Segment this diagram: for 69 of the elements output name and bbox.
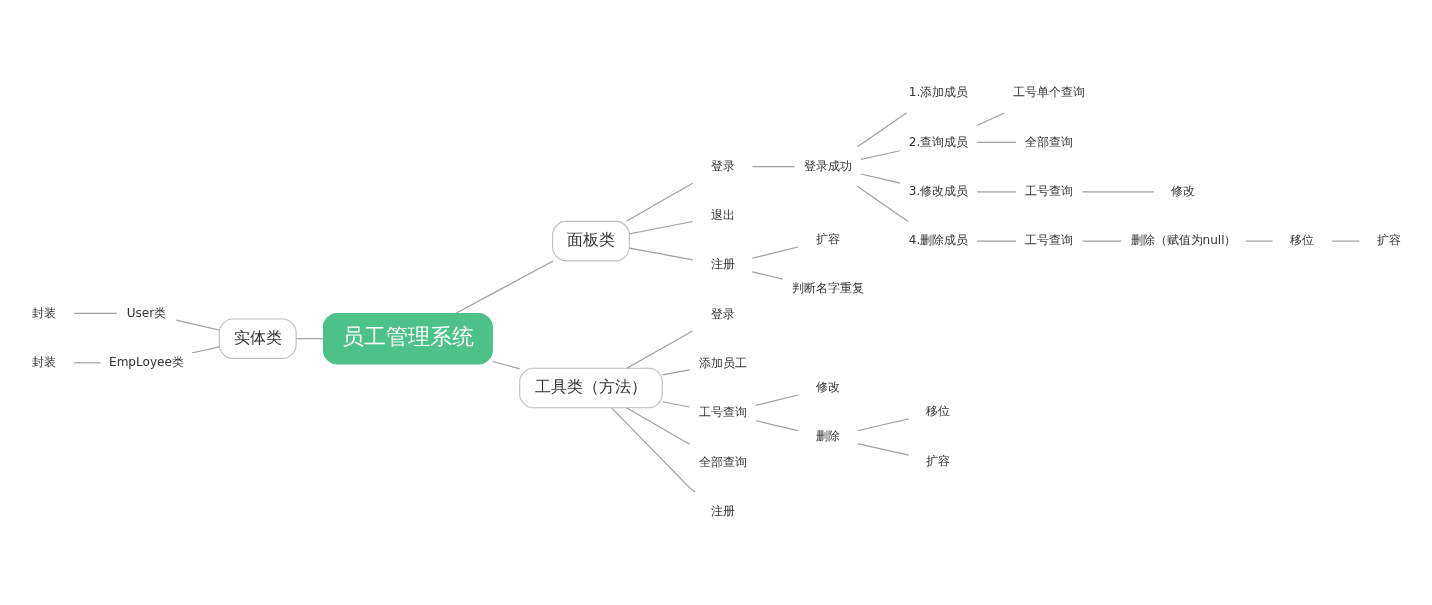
node-text: 4.删除成员 <box>908 233 968 248</box>
connector <box>661 401 690 408</box>
node-text: 全部查询 <box>1024 134 1073 149</box>
node-text: 工号查询 <box>1024 233 1073 248</box>
node-text: 添加员工 <box>698 355 747 370</box>
connector <box>1081 191 1154 193</box>
connector <box>625 182 693 222</box>
node-text: 3.修改成员 <box>908 183 968 198</box>
node-text: 工号单个查询 <box>1012 85 1085 100</box>
connector <box>661 369 690 376</box>
connector <box>751 246 799 259</box>
node-text: EmpLoyee类 <box>108 354 184 369</box>
node-text: 注册 <box>710 503 735 518</box>
connector <box>751 165 795 168</box>
node-box: 实体类 <box>218 318 297 359</box>
node-text: 全部查询 <box>698 454 747 469</box>
node-text: 工号查询 <box>1024 183 1073 198</box>
connector <box>610 407 696 493</box>
connector <box>754 420 799 432</box>
node-text: 封装 <box>31 305 56 320</box>
node-box: 面板类 <box>551 220 630 262</box>
connector <box>856 112 907 148</box>
node-text: 登录 <box>710 158 735 173</box>
node-text: 扩容 <box>1376 233 1401 248</box>
node-text: 登录成功 <box>803 158 852 173</box>
connector <box>491 360 520 370</box>
node-text: 退出 <box>710 207 735 222</box>
connector <box>175 319 220 331</box>
connector <box>628 220 693 235</box>
node-text: 删除 <box>815 429 840 444</box>
connector <box>295 338 324 340</box>
connector <box>856 418 909 432</box>
connector <box>72 362 101 364</box>
node-box: 工具类（方法） <box>518 367 663 409</box>
connector <box>628 247 693 261</box>
node-text: User类 <box>126 305 166 320</box>
connector <box>1081 240 1122 242</box>
node-text: 扩容 <box>815 232 840 247</box>
node-text: 登录 <box>710 306 735 321</box>
node-text: 修改 <box>815 380 840 395</box>
node-text: 注册 <box>710 257 735 272</box>
node-text: 2.查询成员 <box>908 134 968 149</box>
connector <box>454 260 554 314</box>
node-text: 修改 <box>1171 183 1195 198</box>
connector <box>859 150 900 161</box>
node-text: 工号查询 <box>698 405 747 420</box>
connector <box>856 443 909 456</box>
connector <box>1244 240 1273 242</box>
node-text: 移位 <box>1289 233 1314 248</box>
connector <box>625 330 693 369</box>
connector <box>191 346 220 354</box>
node-text: 删除（赋值为null） <box>1130 233 1236 248</box>
connector <box>859 173 900 184</box>
node-box: 员工管理系统 <box>322 312 493 365</box>
connector <box>625 407 690 445</box>
connector <box>751 271 783 280</box>
connector <box>856 185 909 222</box>
node-text: 扩容 <box>925 453 950 468</box>
node-text: 判断名字重复 <box>791 281 864 296</box>
connector <box>975 141 1017 144</box>
connector <box>975 112 1005 127</box>
node-text: 移位 <box>925 404 950 419</box>
node-text: 封装 <box>31 354 56 369</box>
connector <box>975 240 1017 242</box>
node-text: 1.添加成员 <box>908 85 968 100</box>
connector <box>1331 240 1360 242</box>
connector <box>72 312 117 315</box>
connector <box>975 191 1017 193</box>
connector <box>754 394 799 406</box>
